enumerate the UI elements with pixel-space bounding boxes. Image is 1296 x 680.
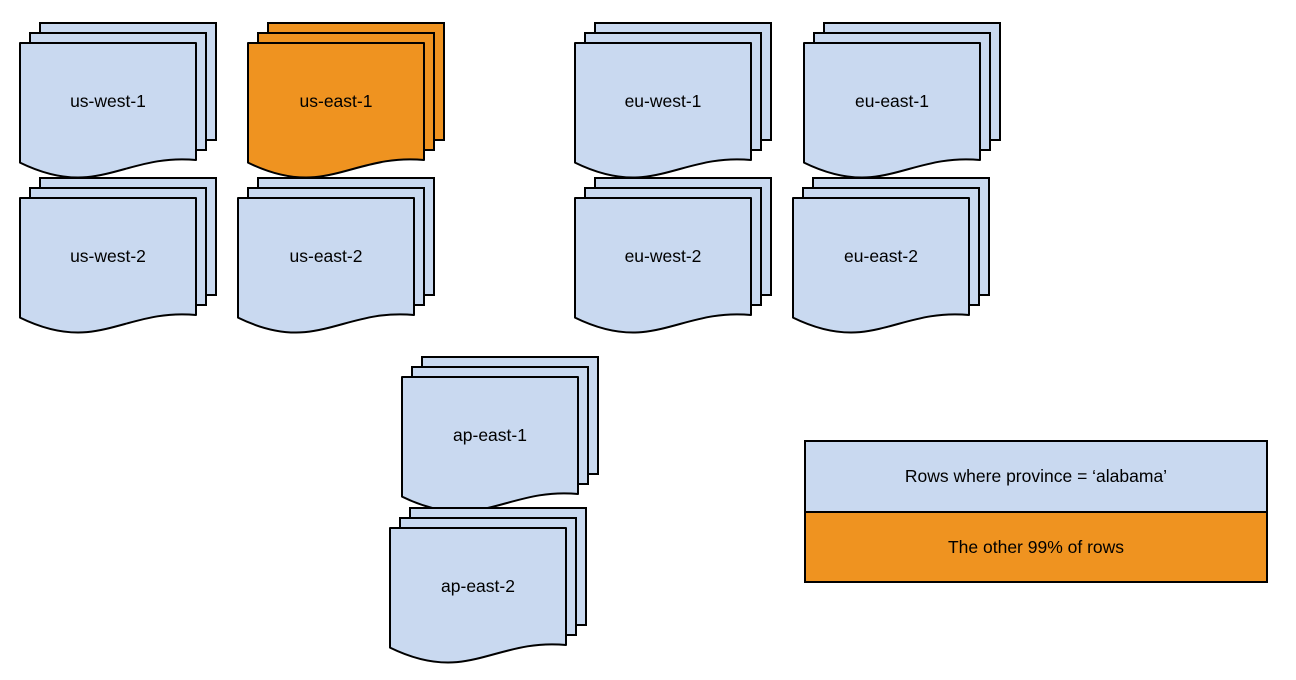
document-stack-us-east-1[interactable] <box>246 21 446 180</box>
document-stack-eu-west-2[interactable] <box>573 176 773 335</box>
stack-sheet-front <box>574 197 752 334</box>
stack-sheet-front <box>19 197 197 334</box>
stack-sheet-front <box>19 42 197 179</box>
stack-sheet-front <box>389 527 567 664</box>
document-stack-eu-west-1[interactable] <box>573 21 773 180</box>
document-stack-us-east-2[interactable] <box>236 176 436 335</box>
document-stack-us-west-1[interactable] <box>18 21 218 180</box>
stack-sheet-front <box>803 42 981 179</box>
legend-label-blue: Rows where province = ‘alabama’ <box>904 466 1168 486</box>
document-stack-eu-east-2[interactable] <box>791 176 991 335</box>
legend-row-blue: Rows where province = ‘alabama’ <box>806 442 1266 513</box>
legend: Rows where province = ‘alabama’ The othe… <box>804 440 1268 583</box>
document-stack-us-west-2[interactable] <box>18 176 218 335</box>
stack-sheet-front <box>792 197 970 334</box>
document-stack-eu-east-1[interactable] <box>802 21 1002 180</box>
stack-sheet-front <box>401 376 579 513</box>
document-stack-ap-east-1[interactable] <box>400 355 600 514</box>
document-stack-ap-east-2[interactable] <box>388 506 588 665</box>
stack-sheet-front <box>237 197 415 334</box>
stack-sheet-front <box>574 42 752 179</box>
legend-row-orange: The other 99% of rows <box>806 513 1266 581</box>
stack-sheet-front <box>247 42 425 179</box>
legend-label-orange: The other 99% of rows <box>947 536 1125 557</box>
